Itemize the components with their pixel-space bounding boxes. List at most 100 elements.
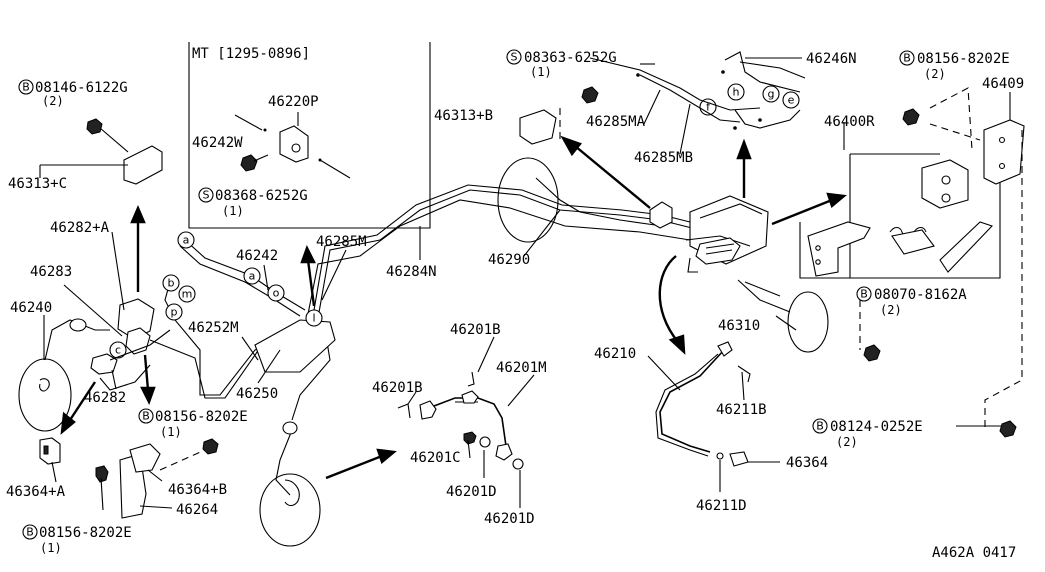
svg-text:B: B	[142, 410, 150, 423]
bracket-46264	[95, 438, 219, 519]
bolt-mark-2: B	[138, 408, 154, 424]
leader-lines	[39, 57, 1011, 509]
connector-a2: a	[243, 267, 261, 285]
label-46400R: 46400R	[824, 114, 875, 130]
connector-e: e	[782, 91, 800, 109]
label-46364: 46364	[786, 455, 828, 471]
label-46240: 46240	[10, 300, 52, 316]
bolt-mark-1: B	[18, 79, 34, 95]
label-08156-mid-qty: (1)	[160, 425, 182, 439]
label-46220P: 46220P	[268, 94, 319, 110]
label-08368-6252G: 08368-6252G	[215, 188, 308, 204]
rear-left-drum	[259, 421, 321, 547]
label-08146-6122G: 08146-6122G	[35, 80, 128, 96]
label-08156-8202E-tr: 08156-8202E	[917, 51, 1010, 67]
connector-m: m	[178, 285, 196, 303]
label-46285MB: 46285MB	[634, 150, 693, 166]
bracket-46313c	[86, 118, 163, 185]
label-46282-a: 46282+A	[50, 220, 110, 236]
label-46290: 46290	[488, 252, 530, 268]
label-08156-tr-qty: (2)	[924, 67, 946, 81]
svg-text:B: B	[903, 52, 911, 65]
box-46400r	[799, 119, 1025, 279]
arrows	[60, 135, 847, 480]
right-dash-lines	[859, 87, 1023, 430]
bolt-mark-4: B	[899, 50, 915, 66]
hose-46210	[655, 341, 751, 467]
label-46210: 46210	[594, 346, 636, 362]
connector-o1: o	[267, 284, 285, 302]
svg-text:B: B	[22, 81, 30, 94]
inset-title: MT [1295-0896]	[192, 46, 310, 62]
svg-text:a: a	[183, 234, 190, 247]
svg-text:B: B	[816, 420, 824, 433]
left-brake-assembly	[18, 298, 171, 465]
label-46313-b: 46313+B	[434, 108, 493, 124]
label-08363-qty: (1)	[530, 65, 552, 79]
label-46284N: 46284N	[386, 264, 437, 280]
label-46201C: 46201C	[410, 450, 461, 466]
label-46364-a: 46364+A	[6, 484, 66, 500]
bolt-mark-5: B	[856, 286, 872, 302]
screw-mark-2: S	[506, 49, 522, 65]
label-46211D: 46211D	[696, 498, 747, 514]
label-08124-qty: (2)	[836, 435, 858, 449]
svg-text:e: e	[788, 94, 795, 107]
diagram-id: A462A 0417	[932, 545, 1016, 561]
svg-text:B: B	[26, 526, 34, 539]
label-46310: 46310	[718, 318, 760, 334]
connector-a1: a	[177, 231, 195, 249]
label-46283: 46283	[30, 264, 72, 280]
svg-text:S: S	[511, 51, 518, 64]
label-46201M: 46201M	[496, 360, 547, 376]
svg-text:b: b	[168, 277, 175, 290]
label-46285MA: 46285MA	[586, 114, 646, 130]
connector-l: l	[305, 309, 323, 327]
label-08156-8202E-bl: 08156-8202E	[39, 525, 132, 541]
svg-text:a: a	[249, 270, 256, 283]
label-46252M: 46252M	[188, 320, 239, 336]
right-bolts	[863, 108, 1017, 438]
svg-text:g: g	[768, 88, 775, 101]
svg-text:o: o	[273, 287, 280, 300]
connector-g: g	[762, 85, 780, 103]
connector-b: b	[162, 274, 180, 292]
label-08156-bl-qty: (1)	[40, 541, 62, 555]
label-08363-6252G: 08363-6252G	[524, 50, 617, 66]
mt-inset: MT [1295-0896]	[188, 42, 431, 229]
label-46250: 46250	[236, 386, 278, 402]
svg-text:f: f	[706, 101, 711, 114]
svg-text:l: l	[312, 312, 315, 325]
label-46282: 46282	[84, 390, 126, 406]
label-08156-8202E-mid: 08156-8202E	[155, 409, 248, 425]
label-46201B-2: 46201B	[372, 380, 423, 396]
label-46313-c: 46313+C	[8, 176, 67, 192]
rear-right-drum	[737, 279, 829, 353]
label-46211B: 46211B	[716, 402, 767, 418]
label-46364-b: 46364+B	[168, 482, 227, 498]
label-46242W: 46242W	[192, 135, 243, 151]
svg-text:c: c	[115, 344, 121, 357]
svg-text:S: S	[203, 189, 210, 202]
svg-text:m: m	[182, 288, 193, 301]
label-46201D-2: 46201D	[484, 511, 535, 527]
bolt-mark-6: B	[812, 418, 828, 434]
label-46201B-1: 46201B	[450, 322, 501, 338]
brake-lines	[149, 184, 703, 496]
label-46246N: 46246N	[806, 51, 857, 67]
label-46264: 46264	[176, 502, 218, 518]
label-08124-0252E: 08124-0252E	[830, 419, 923, 435]
labels: B B B S S B B B 08146-6122G (2) 46313+C …	[6, 49, 1024, 561]
svg-text:h: h	[733, 86, 740, 99]
label-08146-qty: (2)	[42, 94, 64, 108]
hose-46201	[397, 371, 524, 470]
label-46285M: 46285M	[316, 234, 367, 250]
connectors: a b m p c a o l f h g e	[109, 83, 800, 359]
label-08070-qty: (2)	[880, 303, 902, 317]
svg-text:B: B	[860, 288, 868, 301]
svg-text:p: p	[171, 306, 178, 319]
label-46201D-1: 46201D	[446, 484, 497, 500]
connector-h: h	[727, 83, 745, 101]
connector-c: c	[109, 341, 127, 359]
